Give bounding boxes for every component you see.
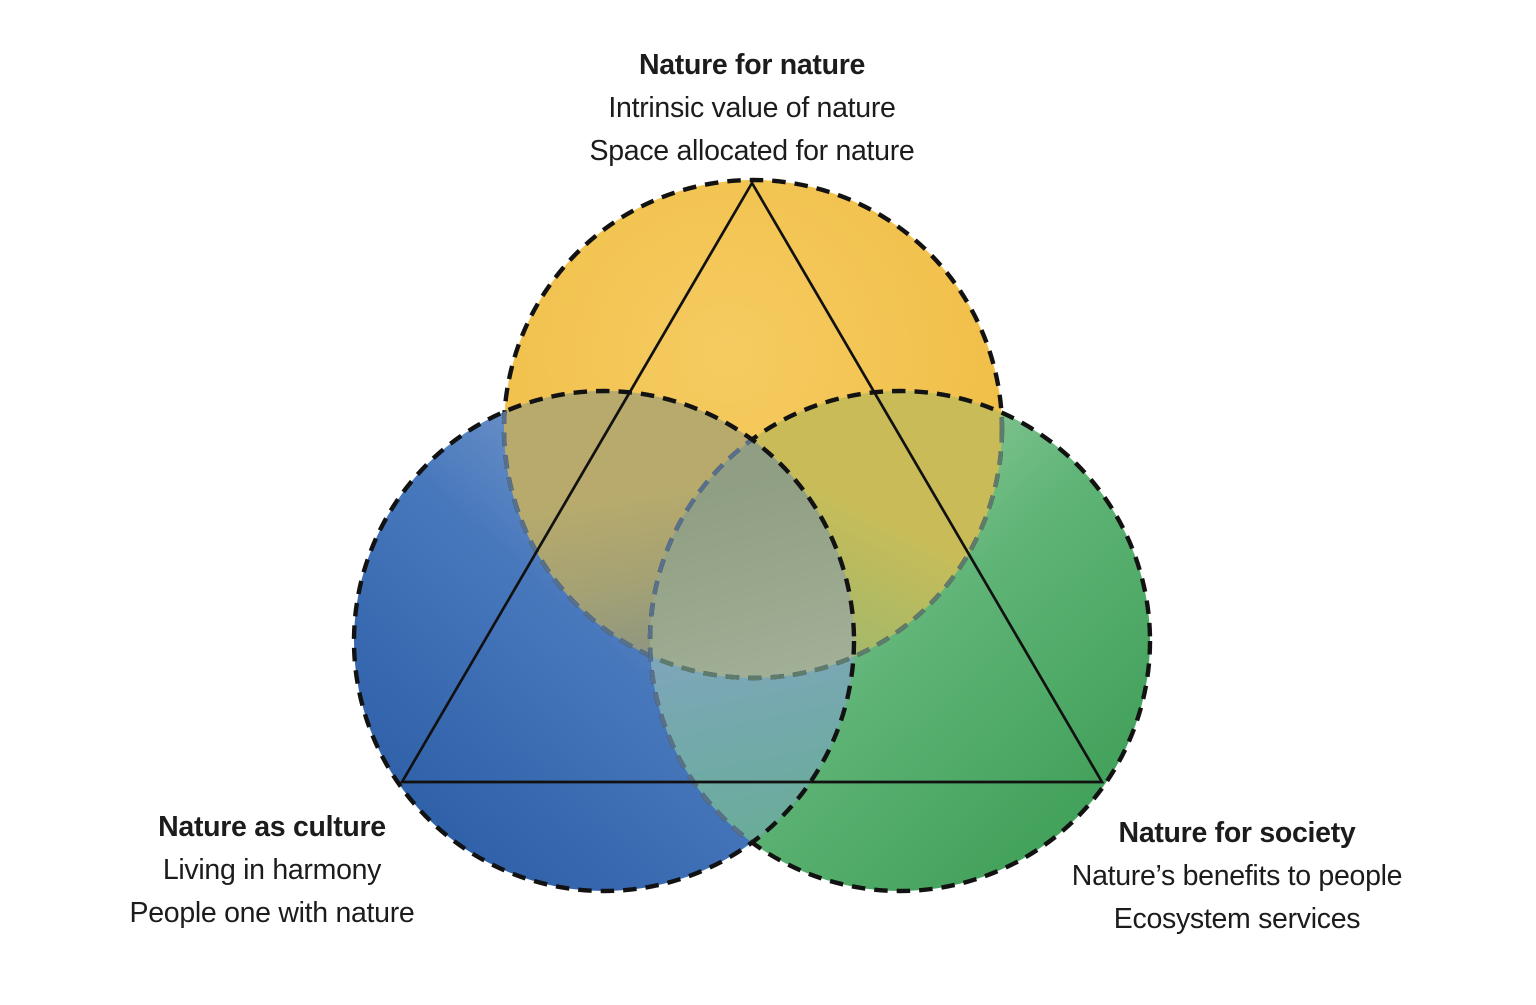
label-nature-for-nature-title: Nature for nature xyxy=(638,49,866,81)
label-nature-for-nature-subline-1: Intrinsic value of nature xyxy=(608,92,896,124)
label-nature-as-culture: Nature as culture Living in harmony Peop… xyxy=(130,806,415,935)
overlap-center xyxy=(650,391,854,678)
label-nature-for-nature-subline-2: Space allocated for nature xyxy=(589,135,915,167)
label-nature-as-culture-subline-1: Living in harmony xyxy=(162,854,382,886)
border-nature-for-society xyxy=(647,388,1153,894)
label-nature-as-culture-subline-2: People one with nature xyxy=(129,897,415,929)
label-nature-for-society-subline-1: Nature’s benefits to people xyxy=(1071,860,1403,892)
border-nature-for-nature-muted-in-green xyxy=(650,391,1005,681)
label-nature-for-society: Nature for society Nature’s benefits to … xyxy=(1071,812,1403,941)
triangle-overlay xyxy=(399,180,1105,784)
label-nature-for-society-title: Nature for society xyxy=(1118,817,1356,849)
label-nature-as-culture-title: Nature as culture xyxy=(158,811,386,843)
label-nature-for-society-subline-2: Ecosystem services xyxy=(1113,903,1361,935)
border-nature-as-culture xyxy=(351,388,857,894)
label-nature-for-nature: Nature for nature Intrinsic value of nat… xyxy=(590,44,915,173)
